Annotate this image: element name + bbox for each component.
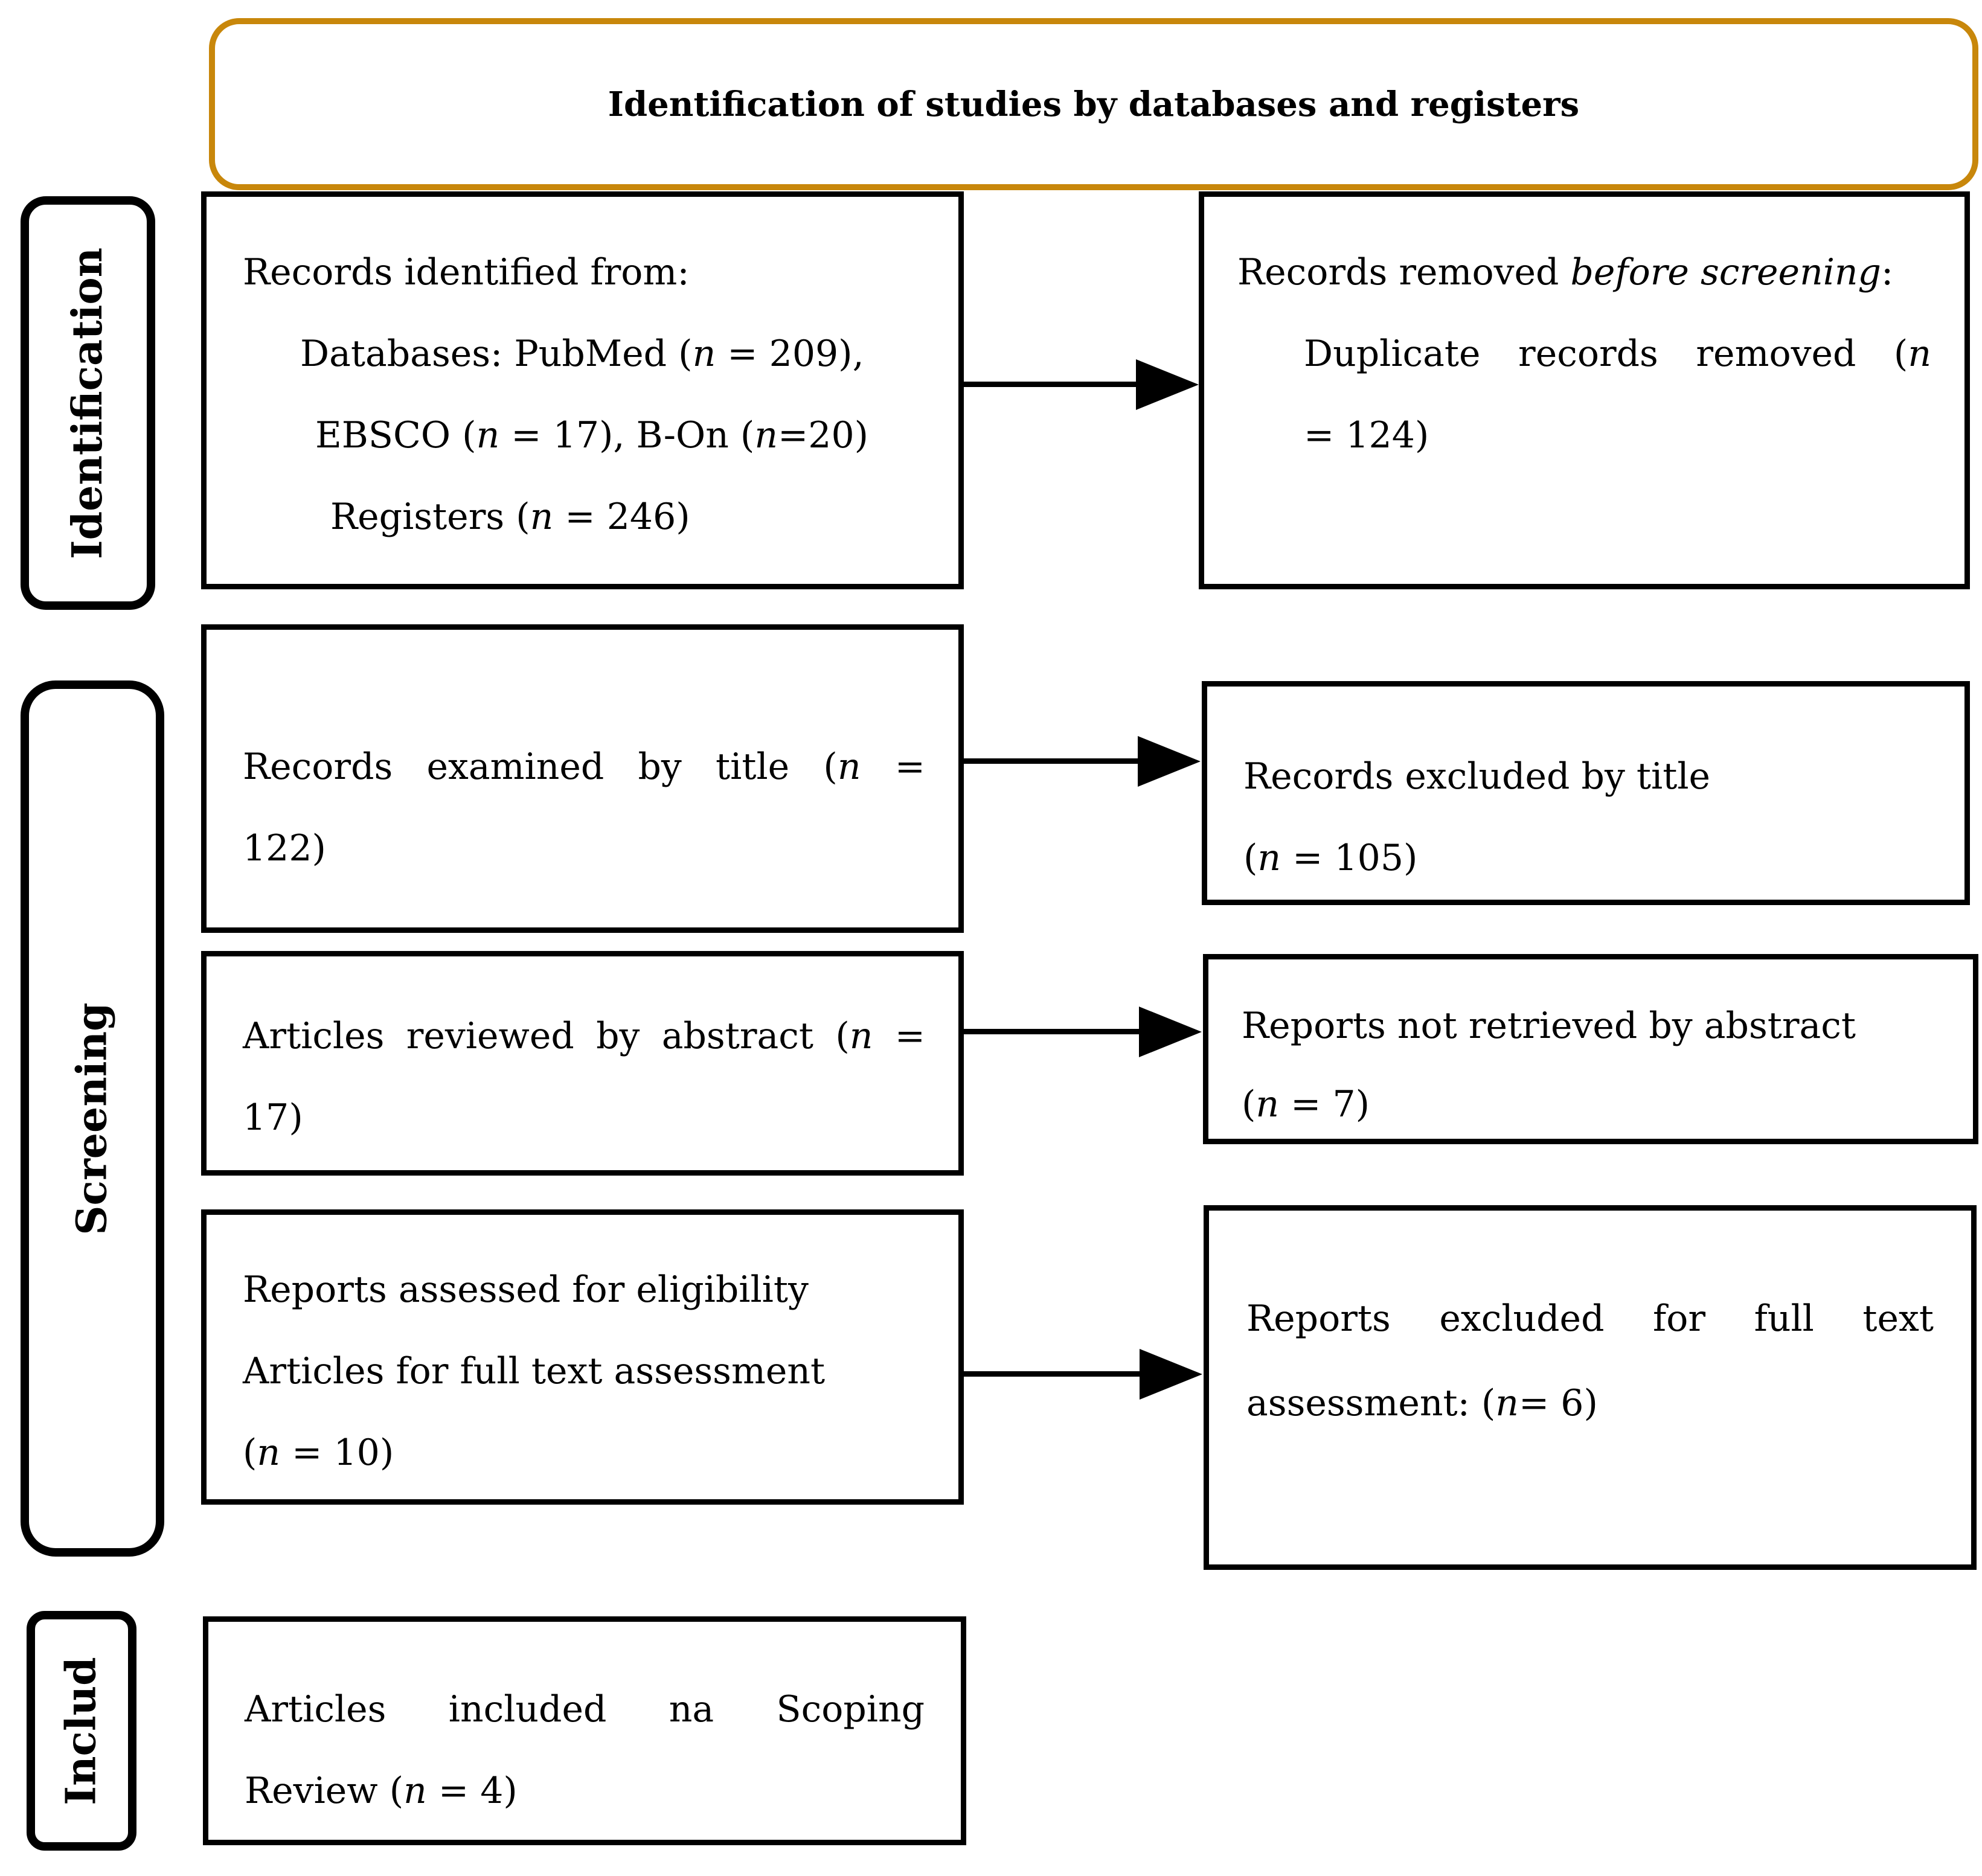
text-line: Articles included na Scoping xyxy=(245,1688,925,1730)
text-line: Records removed before screening: xyxy=(1237,251,1894,293)
header-banner: Identification of studies by databases a… xyxy=(209,18,1978,190)
text-line: Reports not retrieved by abstract xyxy=(1242,1005,1856,1047)
text-line: = 124) xyxy=(1304,414,1429,456)
box-records-identified: Records identified from: Databases: PubM… xyxy=(201,191,964,589)
text-line: Review (n = 4) xyxy=(245,1770,518,1812)
box-articles-reviewed-by-abstract: Articles reviewed by abstract (n = 17) xyxy=(201,951,964,1176)
text-line: Databases: PubMed (n = 209), xyxy=(300,333,864,375)
arrow-head-icon xyxy=(1138,736,1201,787)
arrow-shaft xyxy=(963,382,1141,387)
stage-label-included: Includ xyxy=(27,1611,136,1851)
box-articles-included: Articles included na Scoping Review (n =… xyxy=(203,1616,966,1845)
box-reports-assessed: Reports assessed for eligibility Article… xyxy=(201,1209,964,1505)
diagram-title: Identification of studies by databases a… xyxy=(608,84,1580,124)
text-line: Articles reviewed by abstract (n = xyxy=(243,1015,925,1057)
text-line: assessment: (n= 6) xyxy=(1246,1382,1598,1424)
text-line: Reports assessed for eligibility xyxy=(243,1269,809,1311)
text-line: Registers (n = 246) xyxy=(330,496,690,538)
text-line: Articles for full text assessment xyxy=(243,1350,826,1392)
arrow-identified-to-removed xyxy=(963,357,1199,412)
box-reports-not-retrieved: Reports not retrieved by abstract (n = 7… xyxy=(1203,954,1978,1144)
text-line: Duplicate records removed (n xyxy=(1304,333,1931,375)
stage-label-screening-text: Screening xyxy=(68,1002,117,1235)
stage-label-included-text: Includ xyxy=(57,1656,106,1805)
text-line: (n = 10) xyxy=(243,1432,394,1474)
text-line: (n = 7) xyxy=(1242,1083,1370,1125)
arrow-head-icon xyxy=(1140,1349,1202,1400)
text-line: Records excluded by title xyxy=(1243,755,1711,798)
text-line: Records identified from: xyxy=(243,251,690,293)
box-records-examined-by-title: Records examined by title (n = 122) xyxy=(201,624,964,933)
stage-label-identification-text: Identification xyxy=(63,247,112,559)
stage-label-identification: Identification xyxy=(21,196,155,610)
arrow-reviewed-to-not-retrieved xyxy=(963,1005,1202,1059)
arrow-assessed-to-excluded xyxy=(963,1347,1202,1401)
arrow-shaft xyxy=(963,1371,1144,1377)
text-line: 122) xyxy=(243,827,326,869)
text-line: 17) xyxy=(243,1096,303,1139)
arrow-shaft xyxy=(963,1029,1144,1034)
stage-label-screening: Screening xyxy=(21,680,164,1557)
arrow-head-icon xyxy=(1136,359,1199,410)
text-line: Records examined by title (n = xyxy=(243,746,925,788)
text-line: (n = 105) xyxy=(1243,837,1418,879)
arrow-head-icon xyxy=(1139,1007,1202,1057)
arrow-shaft xyxy=(963,758,1143,764)
text-line: EBSCO (n = 17), B-On (n=20) xyxy=(315,414,869,456)
box-reports-excluded-full-text: Reports excluded for full text assessmen… xyxy=(1204,1205,1977,1570)
arrow-examined-to-excluded xyxy=(963,734,1201,789)
text-line: Reports excluded for full text xyxy=(1246,1298,1934,1340)
box-records-removed-before-screening: Records removed before screening: Duplic… xyxy=(1199,191,1970,589)
box-records-excluded-by-title: Records excluded by title (n = 105) xyxy=(1202,681,1970,905)
